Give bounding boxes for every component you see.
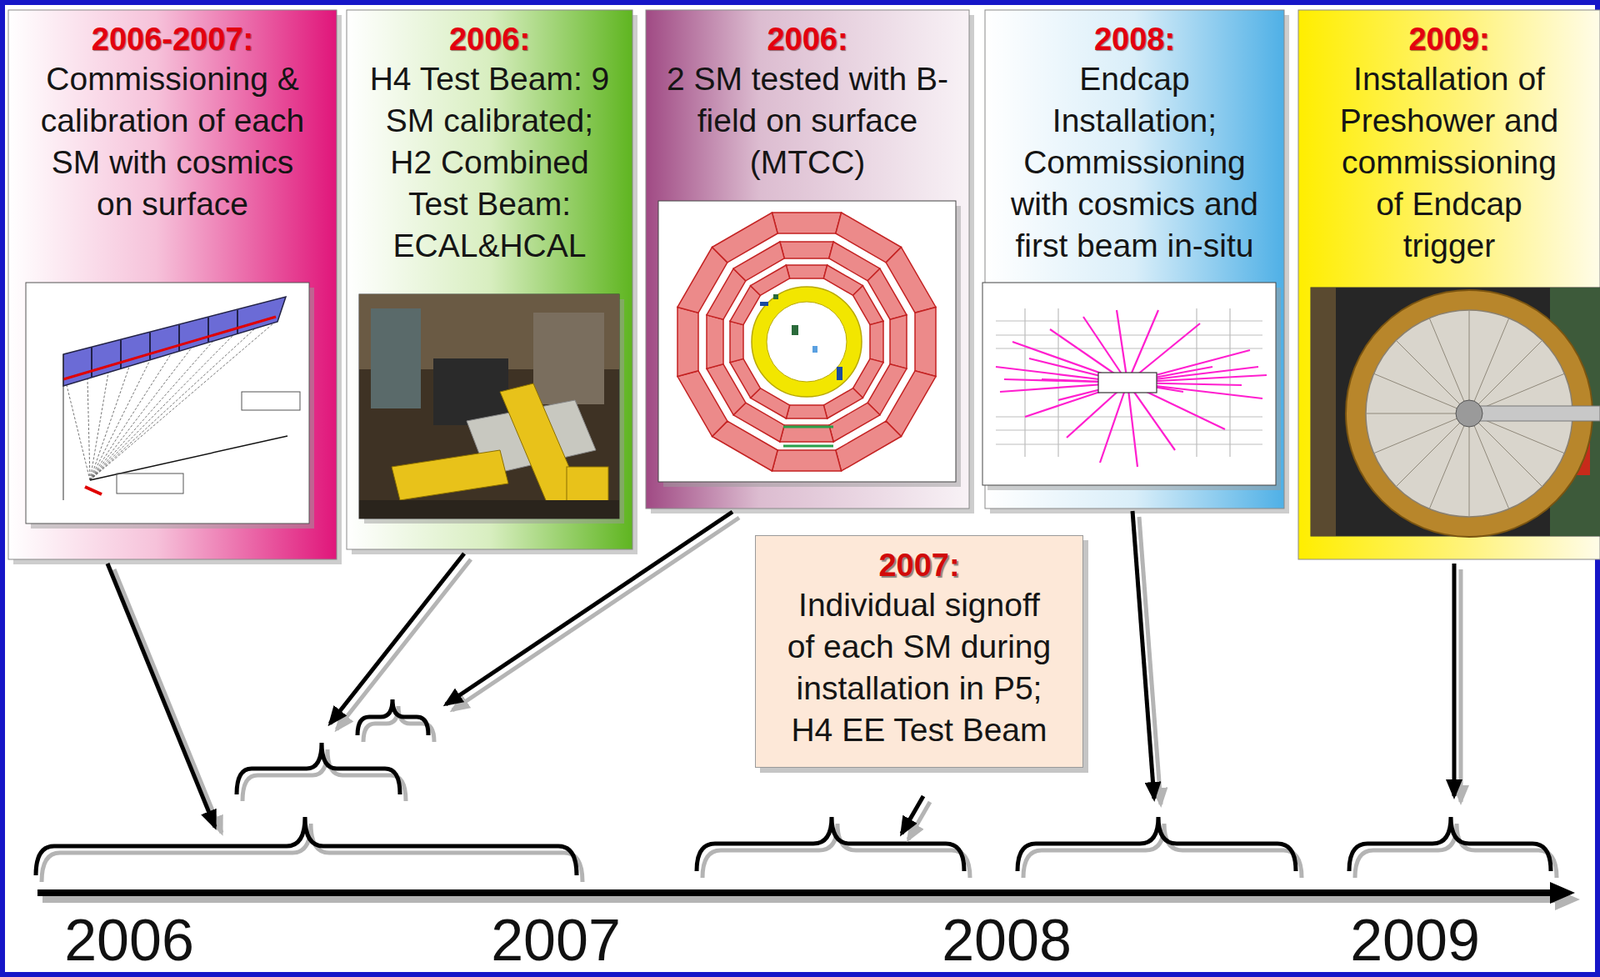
milestone-text: Endcap Installation; Commissioning with … <box>1001 58 1269 267</box>
year-label: 2006 <box>29 910 230 970</box>
pointer-arrow <box>107 563 215 827</box>
test-beam-photo <box>359 294 625 524</box>
year-heading: 2006: <box>370 20 610 59</box>
image-frame <box>359 294 620 519</box>
milestone-panel: 2006:H4 Test Beam: 9 SM calibrated; H2 C… <box>346 10 633 550</box>
dimension-line <box>63 354 65 500</box>
milestone-box: 2007:Individual signoff of each SM durin… <box>755 535 1084 768</box>
hit-mark <box>783 445 834 448</box>
period-bracket <box>696 816 965 871</box>
pointer-arrows <box>107 510 1455 834</box>
panel-background <box>8 10 337 560</box>
panel-background <box>1298 10 1600 560</box>
period-bracket <box>35 816 577 875</box>
image-frame <box>658 200 956 482</box>
equipment-rack <box>533 312 605 405</box>
module-ticks <box>91 310 238 377</box>
year-heading: 2006: <box>657 20 958 59</box>
axis-arrowhead <box>1550 881 1575 904</box>
supermodule-shape <box>63 296 286 386</box>
time-axis <box>37 881 1580 910</box>
panel-backgrounds <box>8 10 1600 565</box>
pointer-arrow <box>445 511 733 705</box>
trigger-line <box>85 486 102 495</box>
pointer-arrow <box>1452 563 1457 796</box>
text-column: 2008:Endcap Installation; Commissioning … <box>1001 20 1269 267</box>
background-structure <box>1310 287 1336 536</box>
hit-mark <box>836 366 843 380</box>
particle-spray <box>995 310 1267 467</box>
period-bracket <box>1017 816 1296 871</box>
year-heading: 2006-2007: <box>39 20 306 59</box>
milestone-text: Installation of Preshower and commission… <box>1332 58 1566 267</box>
muon-rings <box>677 212 936 471</box>
year-label: 2009 <box>1315 910 1515 970</box>
floor <box>359 500 620 519</box>
trigger-line <box>63 316 276 380</box>
note-box <box>116 473 184 494</box>
year-heading: 2009: <box>1332 20 1566 59</box>
milestone-text: 2 SM tested with B-field on surface (MTC… <box>657 58 958 184</box>
period-bracket <box>236 742 400 795</box>
cosmics-geometry-sketch <box>25 282 315 529</box>
detector-core <box>1098 372 1157 393</box>
panel-background <box>346 10 633 550</box>
axis-shadow <box>42 895 1555 903</box>
panel-background <box>645 10 970 509</box>
milestone-panel: 2006:2 SM tested with B-field on surface… <box>645 10 970 509</box>
beam-pipe <box>1469 405 1600 421</box>
milestone-panel: 2009:Installation of Preshower and commi… <box>1298 10 1600 560</box>
pointer-arrow <box>330 553 465 724</box>
milestone-text: H4 Test Beam: 9 SM calibrated; H2 Combin… <box>370 58 610 267</box>
note-box <box>241 391 300 410</box>
panel-shadow <box>650 15 975 514</box>
crane-base <box>391 450 509 500</box>
detector-outline <box>995 308 1263 457</box>
text-column: 2009:Installation of Preshower and commi… <box>1332 20 1566 267</box>
pointer-arrow <box>901 795 924 834</box>
year-heading: 2008: <box>1001 20 1269 59</box>
text-column: 2006-2007:Commissioning & calibration of… <box>39 20 306 225</box>
hit-mark <box>812 345 818 353</box>
axis-line <box>37 889 1550 896</box>
year-heading: 2007: <box>784 545 1055 585</box>
period-bracket <box>357 699 429 735</box>
milestone-text: Commissioning & calibration of each SM w… <box>39 58 306 225</box>
image-frame <box>982 282 1276 485</box>
year-label: 2007 <box>455 910 656 970</box>
beam-splash-display <box>982 282 1281 490</box>
image-frame <box>25 282 310 524</box>
arrow-shadows <box>114 516 1461 840</box>
mtcc-event-display <box>658 200 961 487</box>
image-frame <box>1310 287 1600 536</box>
pointer-arrow <box>1132 510 1155 799</box>
hit-mark <box>760 301 769 306</box>
milestone-text: Individual signoff of each SM during ins… <box>784 584 1055 751</box>
period-bracket <box>1349 816 1551 871</box>
milestone-panel: 2008:Endcap Installation; Commissioning … <box>985 10 1285 509</box>
calorimeter-ring <box>751 286 862 397</box>
endcap-photo <box>1310 287 1600 537</box>
text-column: 2006:2 SM tested with B-field on surface… <box>657 20 958 184</box>
hit-mark <box>773 294 779 300</box>
beam-hole <box>1455 400 1483 427</box>
year-label: 2008 <box>906 910 1107 970</box>
equipment-rack <box>370 308 421 409</box>
hit-mark <box>791 325 799 335</box>
text-column: 2006:H4 Test Beam: 9 SM calibrated; H2 C… <box>370 20 610 267</box>
milestone-panel: 2006-2007:Commissioning & calibration of… <box>8 10 337 560</box>
text-column: 2007:Individual signoff of each SM durin… <box>784 545 1055 751</box>
hit-mark <box>783 425 834 429</box>
tracker-space <box>766 301 847 382</box>
